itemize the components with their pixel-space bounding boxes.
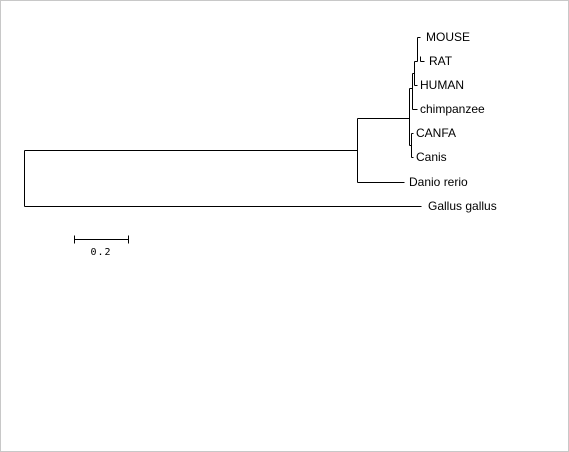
leaf-label-canis: Canis	[416, 150, 447, 164]
leaf-label-gallus: Gallus gallus	[428, 199, 497, 213]
leaf-label-chimpanzee: chimpanzee	[420, 102, 485, 116]
leaf-label-canfa: CANFA	[416, 126, 456, 140]
scale-bar: 0.2	[74, 235, 129, 258]
leaf-label-mouse: MOUSE	[426, 30, 470, 44]
leaf-label-rat: RAT	[429, 54, 453, 68]
leaf-label-danio: Danio rerio	[409, 175, 468, 189]
leaf-label-human: HUMAN	[420, 78, 464, 92]
scale-bar-label: 0.2	[90, 247, 111, 258]
